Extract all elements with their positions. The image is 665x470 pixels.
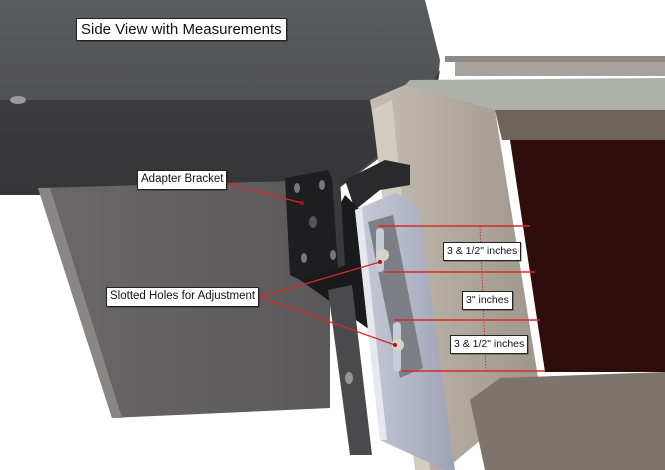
measurement-upper-slot-span: 3 & 1/2" inches — [443, 242, 522, 261]
upper-slot-bolt — [377, 249, 389, 261]
leader-lines — [225, 182, 396, 346]
bolt-hole — [301, 253, 307, 263]
housing-highlight — [10, 96, 26, 104]
measurement-gap-between-slots: 3" inches — [462, 291, 513, 310]
frame-structure — [370, 56, 665, 470]
rail-bolt — [345, 372, 353, 384]
diagram-title: Side View with Measurements — [76, 18, 287, 41]
lower-slot-bolt — [392, 339, 404, 351]
rear-rail — [328, 285, 372, 455]
bolt-hole — [330, 250, 336, 260]
bolt-hole — [319, 180, 325, 190]
adapter-bracket-plate — [285, 170, 345, 280]
upper-housing — [0, 0, 440, 195]
bolt-hole — [294, 183, 300, 193]
callout-slotted-holes: Slotted Holes for Adjustment — [106, 287, 260, 307]
measurement-lower-slot-span: 3 & 1/2" inches — [450, 335, 529, 354]
callout-adapter-bracket: Adapter Bracket — [137, 170, 228, 190]
center-hole — [309, 216, 317, 228]
